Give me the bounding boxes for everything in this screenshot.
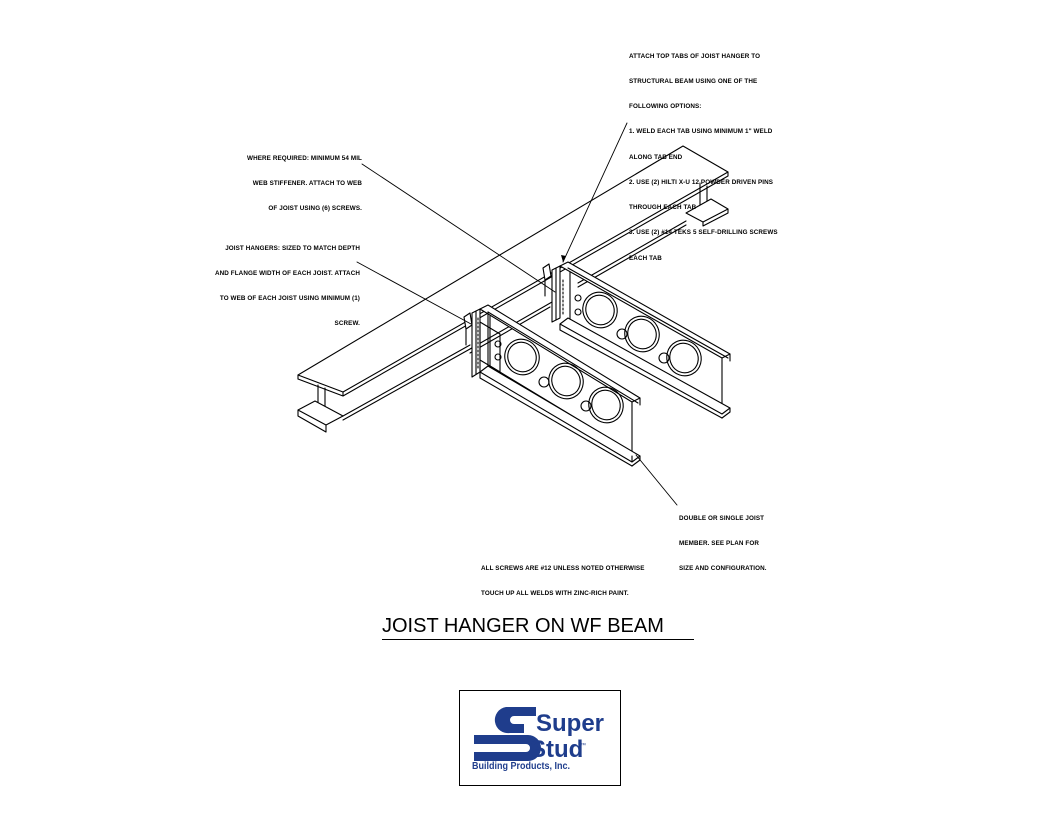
note-line: STRUCTURAL BEAM USING ONE OF THE: [629, 78, 758, 86]
note-line: THROUGH EACH TAB: [629, 204, 697, 212]
logo-trademark: ™: [580, 742, 586, 749]
beam-bottom-flange: [297, 400, 344, 426]
note-line: TO WEB OF EACH JOIST USING MINIMUM (1): [219, 295, 360, 303]
note-line: OF JOIST USING (6) SCREWS.: [268, 205, 362, 213]
note-joist-member: DOUBLE OR SINGLE JOIST MEMBER. SEE PLAN …: [679, 498, 767, 582]
note-line: 3. USE (2) #14 TEKS 5 SELF-DRILLING SCRE…: [629, 229, 778, 237]
hanger-2-tab: [542, 263, 552, 281]
note-web-stiffener: WHERE REQUIRED: MINIMUM 54 MIL WEB STIFF…: [200, 138, 362, 222]
note-line: WEB STIFFENER. ATTACH TO WEB: [252, 180, 362, 188]
note-top-tabs: ATTACH TOP TABS OF JOIST HANGER TO STRUC…: [629, 36, 778, 271]
joist-1: [463, 304, 641, 467]
note-line: DOUBLE OR SINGLE JOIST: [679, 514, 765, 522]
title-underline: [382, 639, 694, 641]
note-line: ALONG TAB END: [629, 153, 683, 161]
logo-mark: Super Stud ™: [474, 707, 604, 763]
note-line: MEMBER. SEE PLAN FOR: [679, 540, 760, 548]
note-line: JOIST HANGERS: SIZED TO MATCH DEPTH: [225, 244, 360, 252]
note-line: FOLLOWING OPTIONS:: [629, 103, 702, 111]
logo-word-bottom: Stud: [530, 736, 583, 763]
note-line: ATTACH TOP TABS OF JOIST HANGER TO: [629, 52, 761, 60]
note-line: AND FLANGE WIDTH OF EACH JOIST. ATTACH: [214, 270, 360, 278]
wf-beam: [297, 145, 729, 433]
note-general: ALL SCREWS ARE #12 UNLESS NOTED OTHERWIS…: [481, 548, 645, 607]
note-line: SCREW.: [334, 320, 360, 328]
note-line: TOUCH UP ALL WELDS WITH ZINC-RICH PAINT.: [481, 590, 629, 598]
note-line: ALL SCREWS ARE #12 UNLESS NOTED OTHERWIS…: [481, 564, 645, 572]
leader-lines: [356, 122, 678, 506]
drawing-title: JOIST HANGER ON WF BEAM: [382, 615, 664, 637]
logo-tagline: Building Products, Inc.: [472, 761, 571, 772]
note-line: EACH TAB: [629, 254, 662, 262]
note-line: WHERE REQUIRED: MINIMUM 54 MIL: [247, 154, 362, 162]
note-joist-hangers: JOIST HANGERS: SIZED TO MATCH DEPTH AND …: [170, 228, 360, 337]
company-logo: Super Stud ™ Building Products, Inc.: [459, 690, 621, 786]
joist-2: [542, 261, 731, 419]
note-line: SIZE AND CONFIGURATION.: [679, 565, 767, 573]
note-line: 2. USE (2) HILTI X-U 12 POWDER DRIVEN PI…: [629, 178, 774, 186]
note-line: 1. WELD EACH TAB USING MINIMUM 1" WELD: [629, 128, 773, 136]
logo-word-top: Super: [536, 710, 604, 737]
